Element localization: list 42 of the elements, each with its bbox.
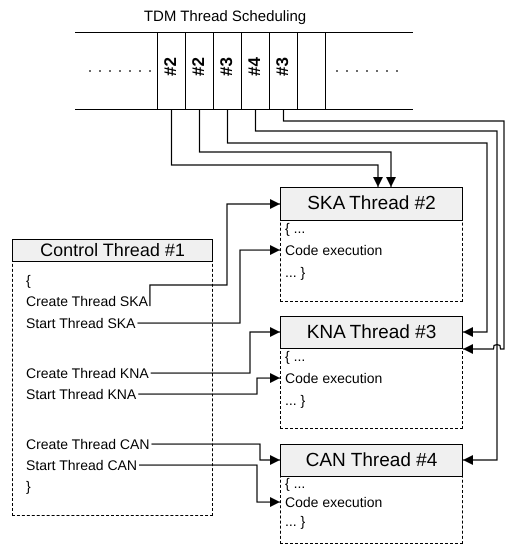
arrow (282, 109, 505, 354)
arrow (170, 109, 383, 187)
slot-label: #3 (218, 57, 235, 76)
slot-label: #4 (246, 57, 263, 76)
code-text: { ... (285, 348, 306, 364)
diagram-title: TDM Thread Scheduling (142, 8, 308, 25)
slot-label: #2 (162, 57, 179, 76)
arrow (137, 245, 280, 324)
code-line: Start Thread SKA (26, 315, 136, 332)
thread-header: CAN Thread #4 (280, 444, 463, 477)
code-text: ... } (285, 264, 306, 280)
code-text: { (26, 272, 31, 288)
code-text: ... } (285, 392, 306, 408)
thread-header: SKA Thread #2 (280, 187, 463, 221)
code-line: Create Thread SKA (26, 293, 148, 310)
code-text: { ... (285, 475, 306, 492)
slot-label: #2 (190, 57, 207, 76)
arrow (138, 373, 280, 395)
arrow (149, 199, 280, 306)
code-line: Create Thread KNA (26, 365, 149, 382)
thread-box (280, 187, 463, 302)
arrow (139, 464, 280, 508)
code-line: Start Thread KNA (26, 386, 136, 402)
arrow (150, 327, 280, 374)
code-line: Code execution (280, 370, 382, 386)
arrow (226, 109, 488, 337)
arrow (151, 443, 280, 465)
code-text: ... } (285, 513, 306, 530)
code-line: Create Thread CAN (26, 436, 150, 452)
code-line: Code execution (280, 242, 382, 258)
code-line: Start Thread CAN (26, 457, 138, 474)
code-text: { ... (285, 220, 306, 236)
thread-header: KNA Thread #3 (280, 316, 463, 349)
slot-label: #3 (274, 57, 291, 76)
thread-box (280, 316, 463, 429)
arrow (254, 109, 498, 465)
thread-box (12, 239, 213, 516)
code-text: } (26, 478, 31, 494)
arrow (198, 109, 396, 187)
thread-header: Control Thread #1 (12, 239, 213, 262)
code-line: Code execution (280, 494, 382, 510)
thread-box (280, 444, 463, 544)
